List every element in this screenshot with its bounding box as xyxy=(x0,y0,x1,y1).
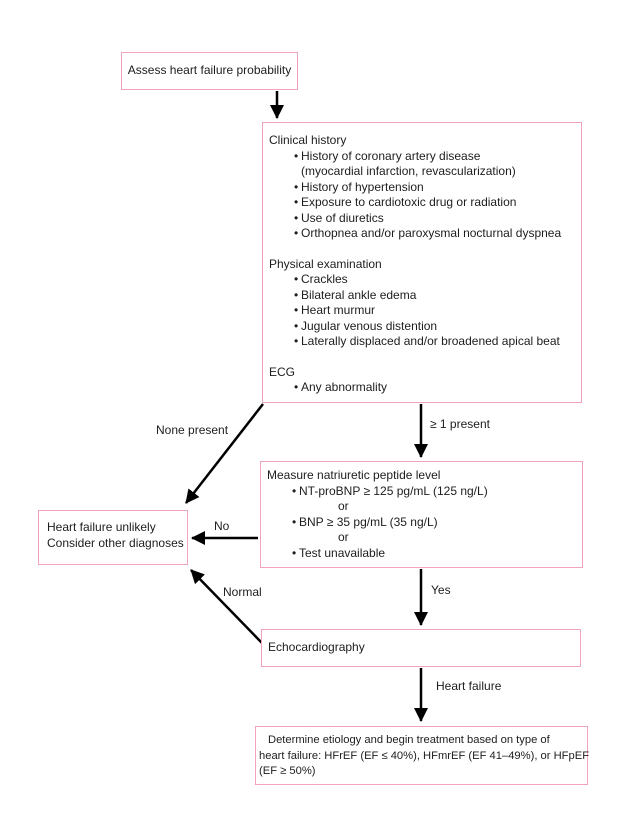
node-assess-label: Assess heart failure probability xyxy=(127,63,292,78)
measure-heading: Measure natriuretic peptide level xyxy=(267,468,441,482)
list-item: History of hypertension xyxy=(269,180,577,196)
list-item: Laterally displaced and/or broadened api… xyxy=(269,334,577,350)
node-measure-natriuretic-peptide: Measure natriuretic peptide level NT-pro… xyxy=(260,461,583,568)
unlikely-line2: Consider other diagnoses xyxy=(47,535,184,550)
section-spacer xyxy=(269,350,577,365)
node-clinical-findings: Clinical history History of coronary art… xyxy=(262,122,582,403)
list-item: Jugular venous distention xyxy=(269,319,577,335)
physical-exam-heading: Physical examination xyxy=(269,256,382,271)
list-item: Any abnormality xyxy=(269,380,577,396)
list-item: NT-proBNP ≥ 125 pg/mL (125 ng/L) xyxy=(267,484,578,500)
final-line3: (EF ≥ 50%) xyxy=(259,765,316,777)
or-separator: or xyxy=(338,499,349,513)
edge-label-no: No xyxy=(214,519,230,533)
ecg-heading: ECG xyxy=(269,364,296,379)
arrow-clinical-to-unlikely xyxy=(185,403,264,504)
list-item: Orthopnea and/or paroxysmal nocturnal dy… xyxy=(269,226,577,242)
section-spacer xyxy=(269,242,577,257)
node-echocardiography: Echocardiography xyxy=(261,629,581,667)
edge-label-ge-1-present: ≥ 1 present xyxy=(430,417,490,431)
node-determine-etiology: Determine etiology and begin treatment b… xyxy=(255,726,590,785)
echo-label: Echocardiography xyxy=(268,640,365,655)
final-line1: Determine etiology and begin treatment b… xyxy=(268,734,550,746)
final-line2: heart failure: HFrEF (EF ≤ 40%), HFmrEF … xyxy=(259,749,590,762)
list-item-continuation: (myocardial infarction, revascularizatio… xyxy=(301,164,516,178)
list-item: Test unavailable xyxy=(267,546,578,562)
node-heart-failure-unlikely: Heart failure unlikely Consider other di… xyxy=(38,510,188,565)
arrow-echo-to-unlikely xyxy=(190,569,263,644)
edge-label-normal: Normal xyxy=(223,585,262,599)
list-item: Heart murmur xyxy=(269,303,577,319)
unlikely-line1: Heart failure unlikely xyxy=(47,520,156,534)
list-item: History of coronary artery disease xyxy=(269,149,577,165)
list-item: BNP ≥ 35 pg/mL (35 ng/L) xyxy=(267,515,578,531)
list-item: Bilateral ankle edema xyxy=(269,288,577,304)
list-item: Use of diuretics xyxy=(269,211,577,227)
node-assess-probability: Assess heart failure probability xyxy=(121,52,298,90)
list-item: Exposure to cardiotoxic drug or radiatio… xyxy=(269,195,577,211)
edge-label-none-present: None present xyxy=(156,423,229,437)
edge-label-yes: Yes xyxy=(431,583,451,597)
edge-label-heart-failure: Heart failure xyxy=(436,679,502,693)
clinical-history-heading: Clinical history xyxy=(269,133,347,147)
list-item: Crackles xyxy=(269,272,577,288)
or-separator: or xyxy=(338,530,349,544)
